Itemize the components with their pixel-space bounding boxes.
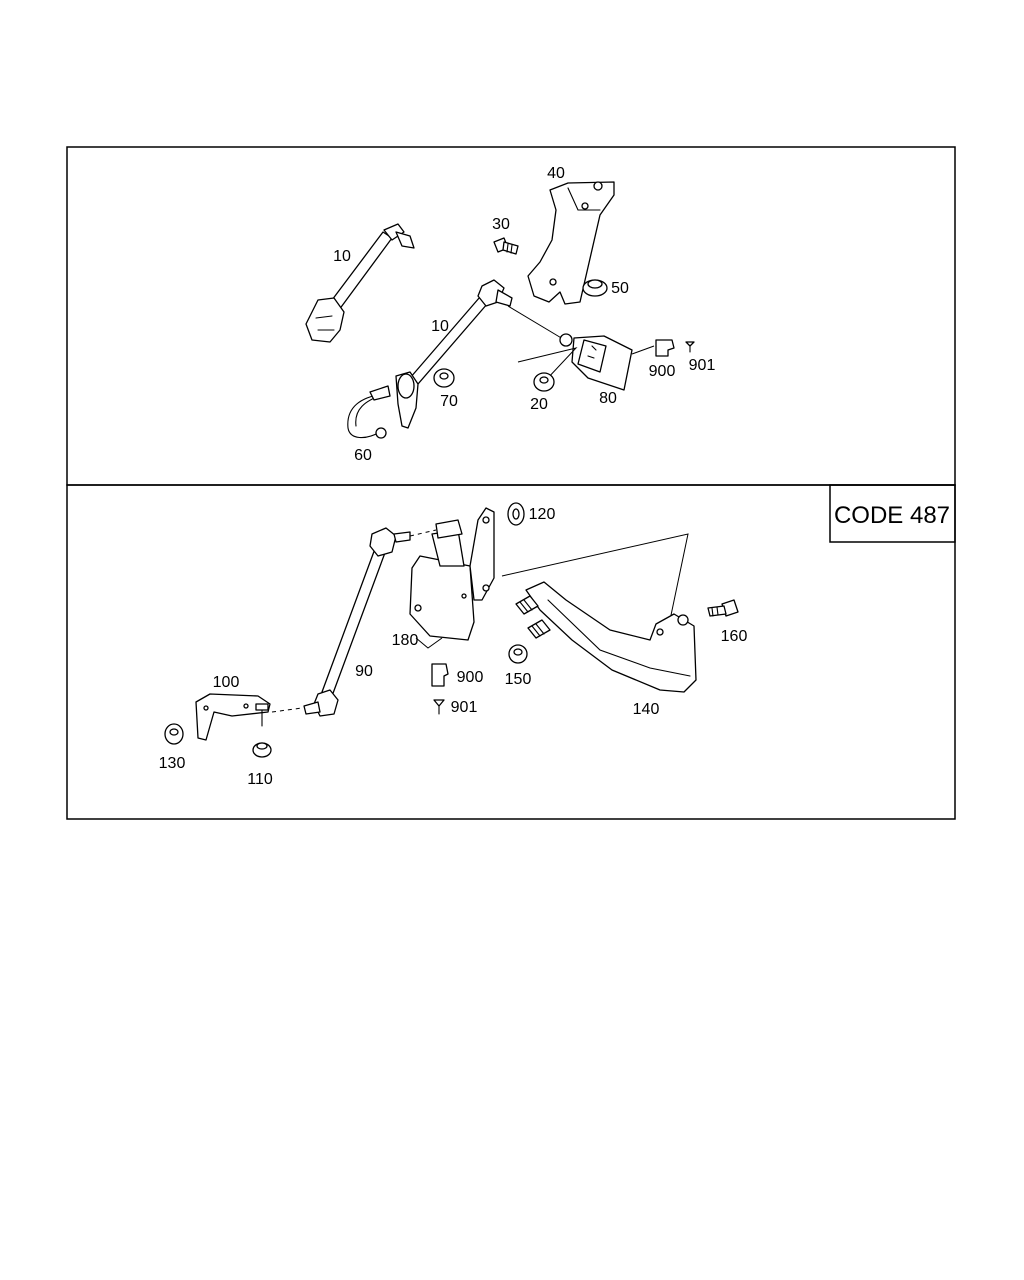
callout-130: 130 bbox=[159, 755, 186, 772]
callout-20: 20 bbox=[530, 396, 548, 413]
part-110-screw bbox=[252, 703, 272, 758]
callout-180: 180 bbox=[392, 632, 419, 649]
part-130-nut bbox=[164, 723, 184, 745]
callout-900-top: 900 bbox=[649, 363, 676, 380]
part-120-grommet bbox=[507, 502, 525, 526]
bottom-panel-frame bbox=[66, 484, 956, 820]
top-panel: 10 10 30 40 50 70 20 80 60 900 901 bbox=[305, 165, 716, 464]
callout-70: 70 bbox=[440, 393, 458, 410]
callout-901-bottom: 901 bbox=[451, 699, 478, 716]
callout-100: 100 bbox=[213, 674, 240, 691]
part-900-connector-bottom bbox=[431, 663, 449, 687]
part-10-linkage-center bbox=[395, 279, 513, 429]
part-180-sensor bbox=[409, 507, 495, 641]
part-160-bolt bbox=[707, 599, 739, 617]
callout-40: 40 bbox=[547, 165, 565, 182]
code-487-label: CODE 487 bbox=[834, 502, 950, 529]
callout-30: 30 bbox=[492, 216, 510, 233]
part-901-pin-bottom bbox=[433, 699, 445, 715]
part-10-linkage-left bbox=[305, 223, 415, 343]
callout-901-top: 901 bbox=[689, 357, 716, 374]
callout-50: 50 bbox=[611, 280, 629, 297]
callout-60: 60 bbox=[354, 447, 372, 464]
callout-900-bottom: 900 bbox=[457, 669, 484, 686]
part-60-clip bbox=[347, 385, 391, 439]
top-panel-frame bbox=[66, 146, 956, 486]
callout-90: 90 bbox=[355, 663, 373, 680]
part-40-bracket bbox=[527, 181, 615, 305]
part-20-nut bbox=[517, 347, 578, 392]
bottom-panel: 120 180 90 900 901 150 160 140 100 130 1… bbox=[159, 502, 748, 788]
callout-10-center: 10 bbox=[431, 318, 449, 335]
callout-160: 160 bbox=[721, 628, 748, 645]
part-100-bracket bbox=[195, 693, 271, 741]
part-50-grommet bbox=[582, 279, 608, 297]
callout-110: 110 bbox=[247, 771, 273, 788]
part-900-connector bbox=[655, 339, 675, 357]
callout-120: 120 bbox=[529, 506, 556, 523]
part-30-bolt bbox=[493, 237, 519, 255]
callout-150: 150 bbox=[505, 671, 532, 688]
part-90-linkage bbox=[303, 527, 411, 717]
part-901-pin bbox=[685, 341, 695, 353]
callout-80: 80 bbox=[599, 390, 617, 407]
part-80-level-sensor bbox=[559, 333, 633, 391]
part-140-bracket bbox=[525, 581, 697, 693]
part-150-studs bbox=[508, 595, 551, 664]
code-box bbox=[829, 484, 956, 543]
callout-10-left: 10 bbox=[333, 248, 351, 265]
part-70-nut bbox=[433, 368, 455, 388]
callout-140: 140 bbox=[633, 701, 660, 718]
